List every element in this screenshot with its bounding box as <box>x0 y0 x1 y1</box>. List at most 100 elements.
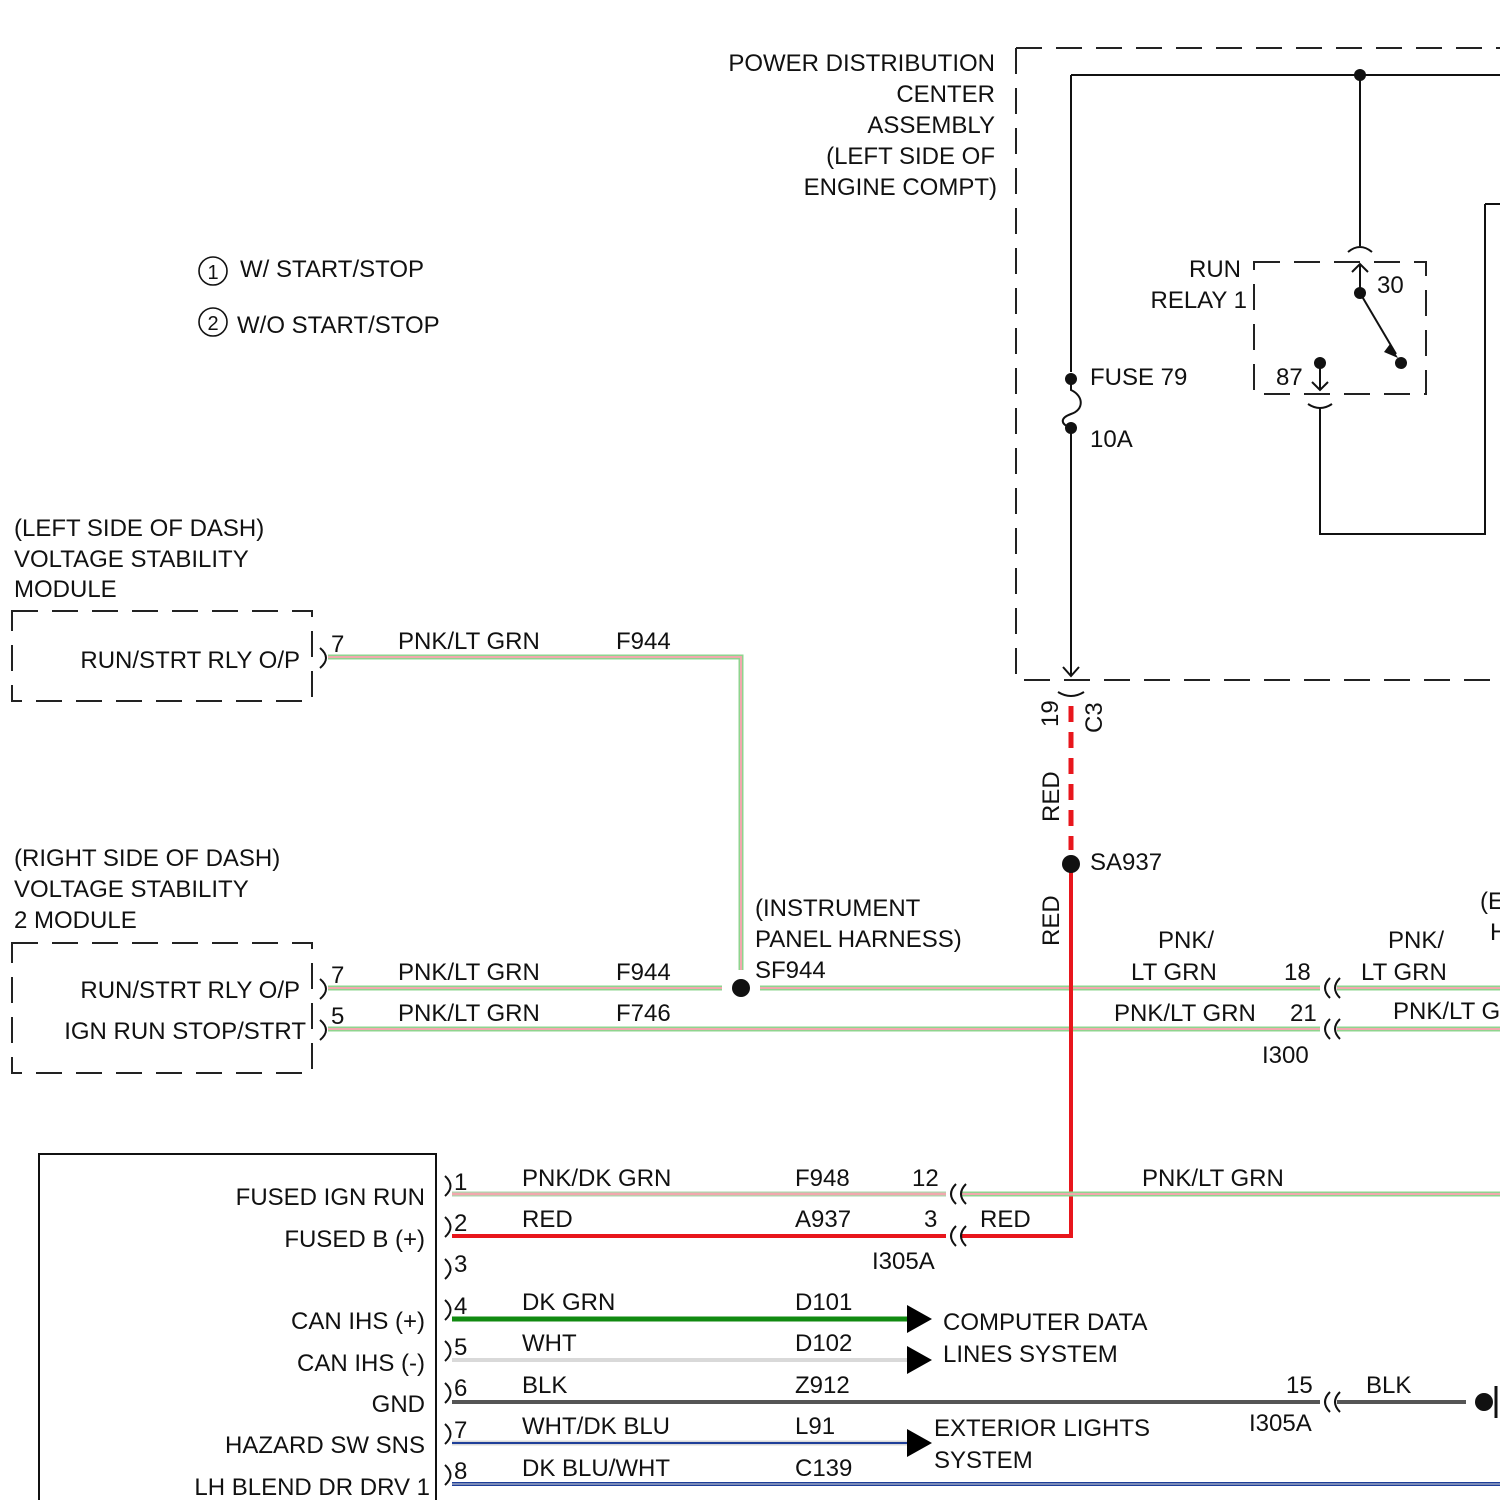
wire-f948-circuit: F948 <box>795 1165 850 1192</box>
vsm1-title-line-1: (LEFT SIDE OF DASH) <box>14 515 264 542</box>
voltage-stability-2-module: (RIGHT SIDE OF DASH) VOLTAGE STABILITY 2… <box>12 845 344 1073</box>
connector-i300-pin-21: 21 <box>1290 1000 1317 1027</box>
connector-c3-name: C3 <box>1081 702 1108 733</box>
connector-i305a-pin-12: 12 <box>912 1165 939 1192</box>
wire-f944-upper-circuit: F944 <box>616 628 671 655</box>
pdc-name-line-1: POWER DISTRIBUTION <box>728 50 995 77</box>
module-pin-terminal-7 <box>445 1424 451 1444</box>
relay-name-line-2: RELAY 1 <box>1150 287 1247 314</box>
module-pin-label-1: FUSED IGN RUN <box>236 1184 425 1211</box>
relay-name-line-1: RUN <box>1189 256 1241 283</box>
wire-a937-right-color: RED <box>980 1206 1031 1233</box>
module-pin-label-8: LH BLEND DR DRV 1 <box>194 1474 430 1500</box>
wire-d101-circuit: D101 <box>795 1289 852 1316</box>
module-pin-label-5: CAN IHS (-) <box>297 1350 425 1377</box>
connector-c3-terminal <box>1058 692 1084 696</box>
vsm2-pin-label-1: RUN/STRT RLY O/P <box>80 977 300 1004</box>
vsm2-title-line-2: VOLTAGE STABILITY <box>14 876 249 903</box>
module-pin-number-6: 6 <box>454 1375 467 1402</box>
wire-red-label-1: RED <box>1038 771 1065 822</box>
pdc-name-line-4: (LEFT SIDE OF <box>826 143 995 170</box>
wire-18-color-line-2: LT GRN <box>1131 959 1217 986</box>
fuse-name: FUSE 79 <box>1090 364 1187 391</box>
vsm2-title-line-3: 2 MODULE <box>14 907 137 934</box>
relay-pin-87: 87 <box>1276 364 1303 391</box>
relay-pin-87-terminal <box>1308 404 1332 408</box>
legend-text-2: W/O START/STOP <box>237 312 440 339</box>
legend: 1 W/ START/STOP 2 W/O START/STOP <box>199 256 440 339</box>
lower-module: FUSED IGN RUN FUSED B (+) CAN IHS (+) CA… <box>39 1154 467 1500</box>
splice-sf944-line-1: (INSTRUMENT <box>755 895 921 922</box>
right-partial-label-1: (E <box>1480 888 1500 915</box>
module-pin-label-6: GND <box>372 1391 425 1418</box>
module-pin-number-5: 5 <box>454 1334 467 1361</box>
power-distribution-center: POWER DISTRIBUTION CENTER ASSEMBLY (LEFT… <box>728 48 1500 733</box>
destination-ext-lights-2: SYSTEM <box>934 1447 1033 1474</box>
module-pin-number-3: 3 <box>454 1251 467 1278</box>
module-pin-terminal-5 <box>445 1341 451 1361</box>
wire-z912-color: BLK <box>522 1372 567 1399</box>
vsm2-pin-terminal-1 <box>320 979 326 999</box>
module-pin-terminal-8 <box>445 1465 451 1485</box>
connector-i305a: 12 3 I305A <box>872 1165 966 1275</box>
wire-d102-color: WHT <box>522 1330 577 1357</box>
connector-i305a-name: I305A <box>872 1248 935 1275</box>
wire-18-color-line-1: PNK/ <box>1158 927 1214 954</box>
legend-number-1: 1 <box>207 262 218 284</box>
wire-f944-upper-pink <box>328 657 741 970</box>
splice-sf944-dot <box>732 979 750 997</box>
module-pin-label-2: FUSED B (+) <box>284 1226 425 1253</box>
wire-f746: PNK/LT GRN F746 <box>328 1000 1500 1029</box>
wire-l91-arrow <box>907 1429 932 1457</box>
wire-21-right-color: PNK/LT G <box>1393 998 1500 1025</box>
vsm2-title-line-1: (RIGHT SIDE OF DASH) <box>14 845 280 872</box>
wire-l91-color: WHT/DK BLU <box>522 1413 670 1440</box>
wire-l91: WHT/DK BLU L91 <box>452 1413 932 1457</box>
wire-red-label-2: RED <box>1038 895 1065 946</box>
connector-i305a-pin-3: 3 <box>924 1206 937 1233</box>
vsm2-pin-terminal-2 <box>320 1020 326 1040</box>
vsm1-pin-label: RUN/STRT RLY O/P <box>80 647 300 674</box>
wire-f944-lower: PNK/LT GRN F944 <box>328 959 1500 988</box>
wire-c139-circuit: C139 <box>795 1455 852 1482</box>
wire-f944-lower-circuit: F944 <box>616 959 671 986</box>
pdc-relay-output-line <box>1320 204 1500 534</box>
relay-switch-arrowhead <box>1384 344 1398 358</box>
wire-l91-circuit: L91 <box>795 1413 835 1440</box>
module-pin-terminal-2 <box>445 1217 451 1237</box>
splice-sa937-dot <box>1062 855 1080 873</box>
splice-sa937-label: SA937 <box>1090 849 1162 876</box>
wire-18-right-color-line-2: LT GRN <box>1361 959 1447 986</box>
pdc-name-line-3: ASSEMBLY <box>867 112 995 139</box>
connector-c3-pin: 19 <box>1037 700 1064 727</box>
wire-c139-color: DK BLU/WHT <box>522 1455 670 1482</box>
destination-data-lines-1: COMPUTER DATA <box>943 1309 1147 1336</box>
vsm2-box <box>12 943 312 1073</box>
wire-a937: RED A937 RED <box>452 1206 1031 1236</box>
wire-a937-color: RED <box>522 1206 573 1233</box>
module-pin-terminal-4 <box>445 1300 451 1320</box>
module-pin-number-2: 2 <box>454 1210 467 1237</box>
wire-z912-right-color: BLK <box>1366 1372 1411 1399</box>
destination-data-lines-2: LINES SYSTEM <box>943 1341 1118 1368</box>
module-pin-label-7: HAZARD SW SNS <box>225 1432 425 1459</box>
relay-contact-no <box>1395 357 1407 369</box>
wire-z912-circuit: Z912 <box>795 1372 850 1399</box>
wire-f746-circuit: F746 <box>616 1000 671 1027</box>
vsm2-pin-label-2: IGN RUN STOP/STRT <box>64 1018 306 1045</box>
vsm1-title-line-3: MODULE <box>14 576 117 603</box>
destination-ext-lights-1: EXTERIOR LIGHTS <box>934 1415 1150 1442</box>
wire-f944-lower-color: PNK/LT GRN <box>398 959 540 986</box>
relay-pin-87-arrow <box>1312 363 1328 390</box>
right-partial-label-2: H <box>1490 919 1500 946</box>
connector-i300: 18 21 I300 PNK/ LT GRN PNK/ LT GRN PNK/L… <box>1114 888 1500 1069</box>
wire-d102: WHT D102 <box>452 1330 932 1374</box>
relay-switch-arm <box>1360 293 1396 354</box>
wire-18-right-color-line-1: PNK/ <box>1388 927 1444 954</box>
voltage-stability-module: (LEFT SIDE OF DASH) VOLTAGE STABILITY MO… <box>12 515 344 701</box>
wire-a937-circuit: A937 <box>795 1206 851 1233</box>
legend-text-1: W/ START/STOP <box>240 256 424 283</box>
vsm2-pin-number-2: 5 <box>331 1003 344 1030</box>
pdc-name-line-5: ENGINE COMPT) <box>804 174 997 201</box>
